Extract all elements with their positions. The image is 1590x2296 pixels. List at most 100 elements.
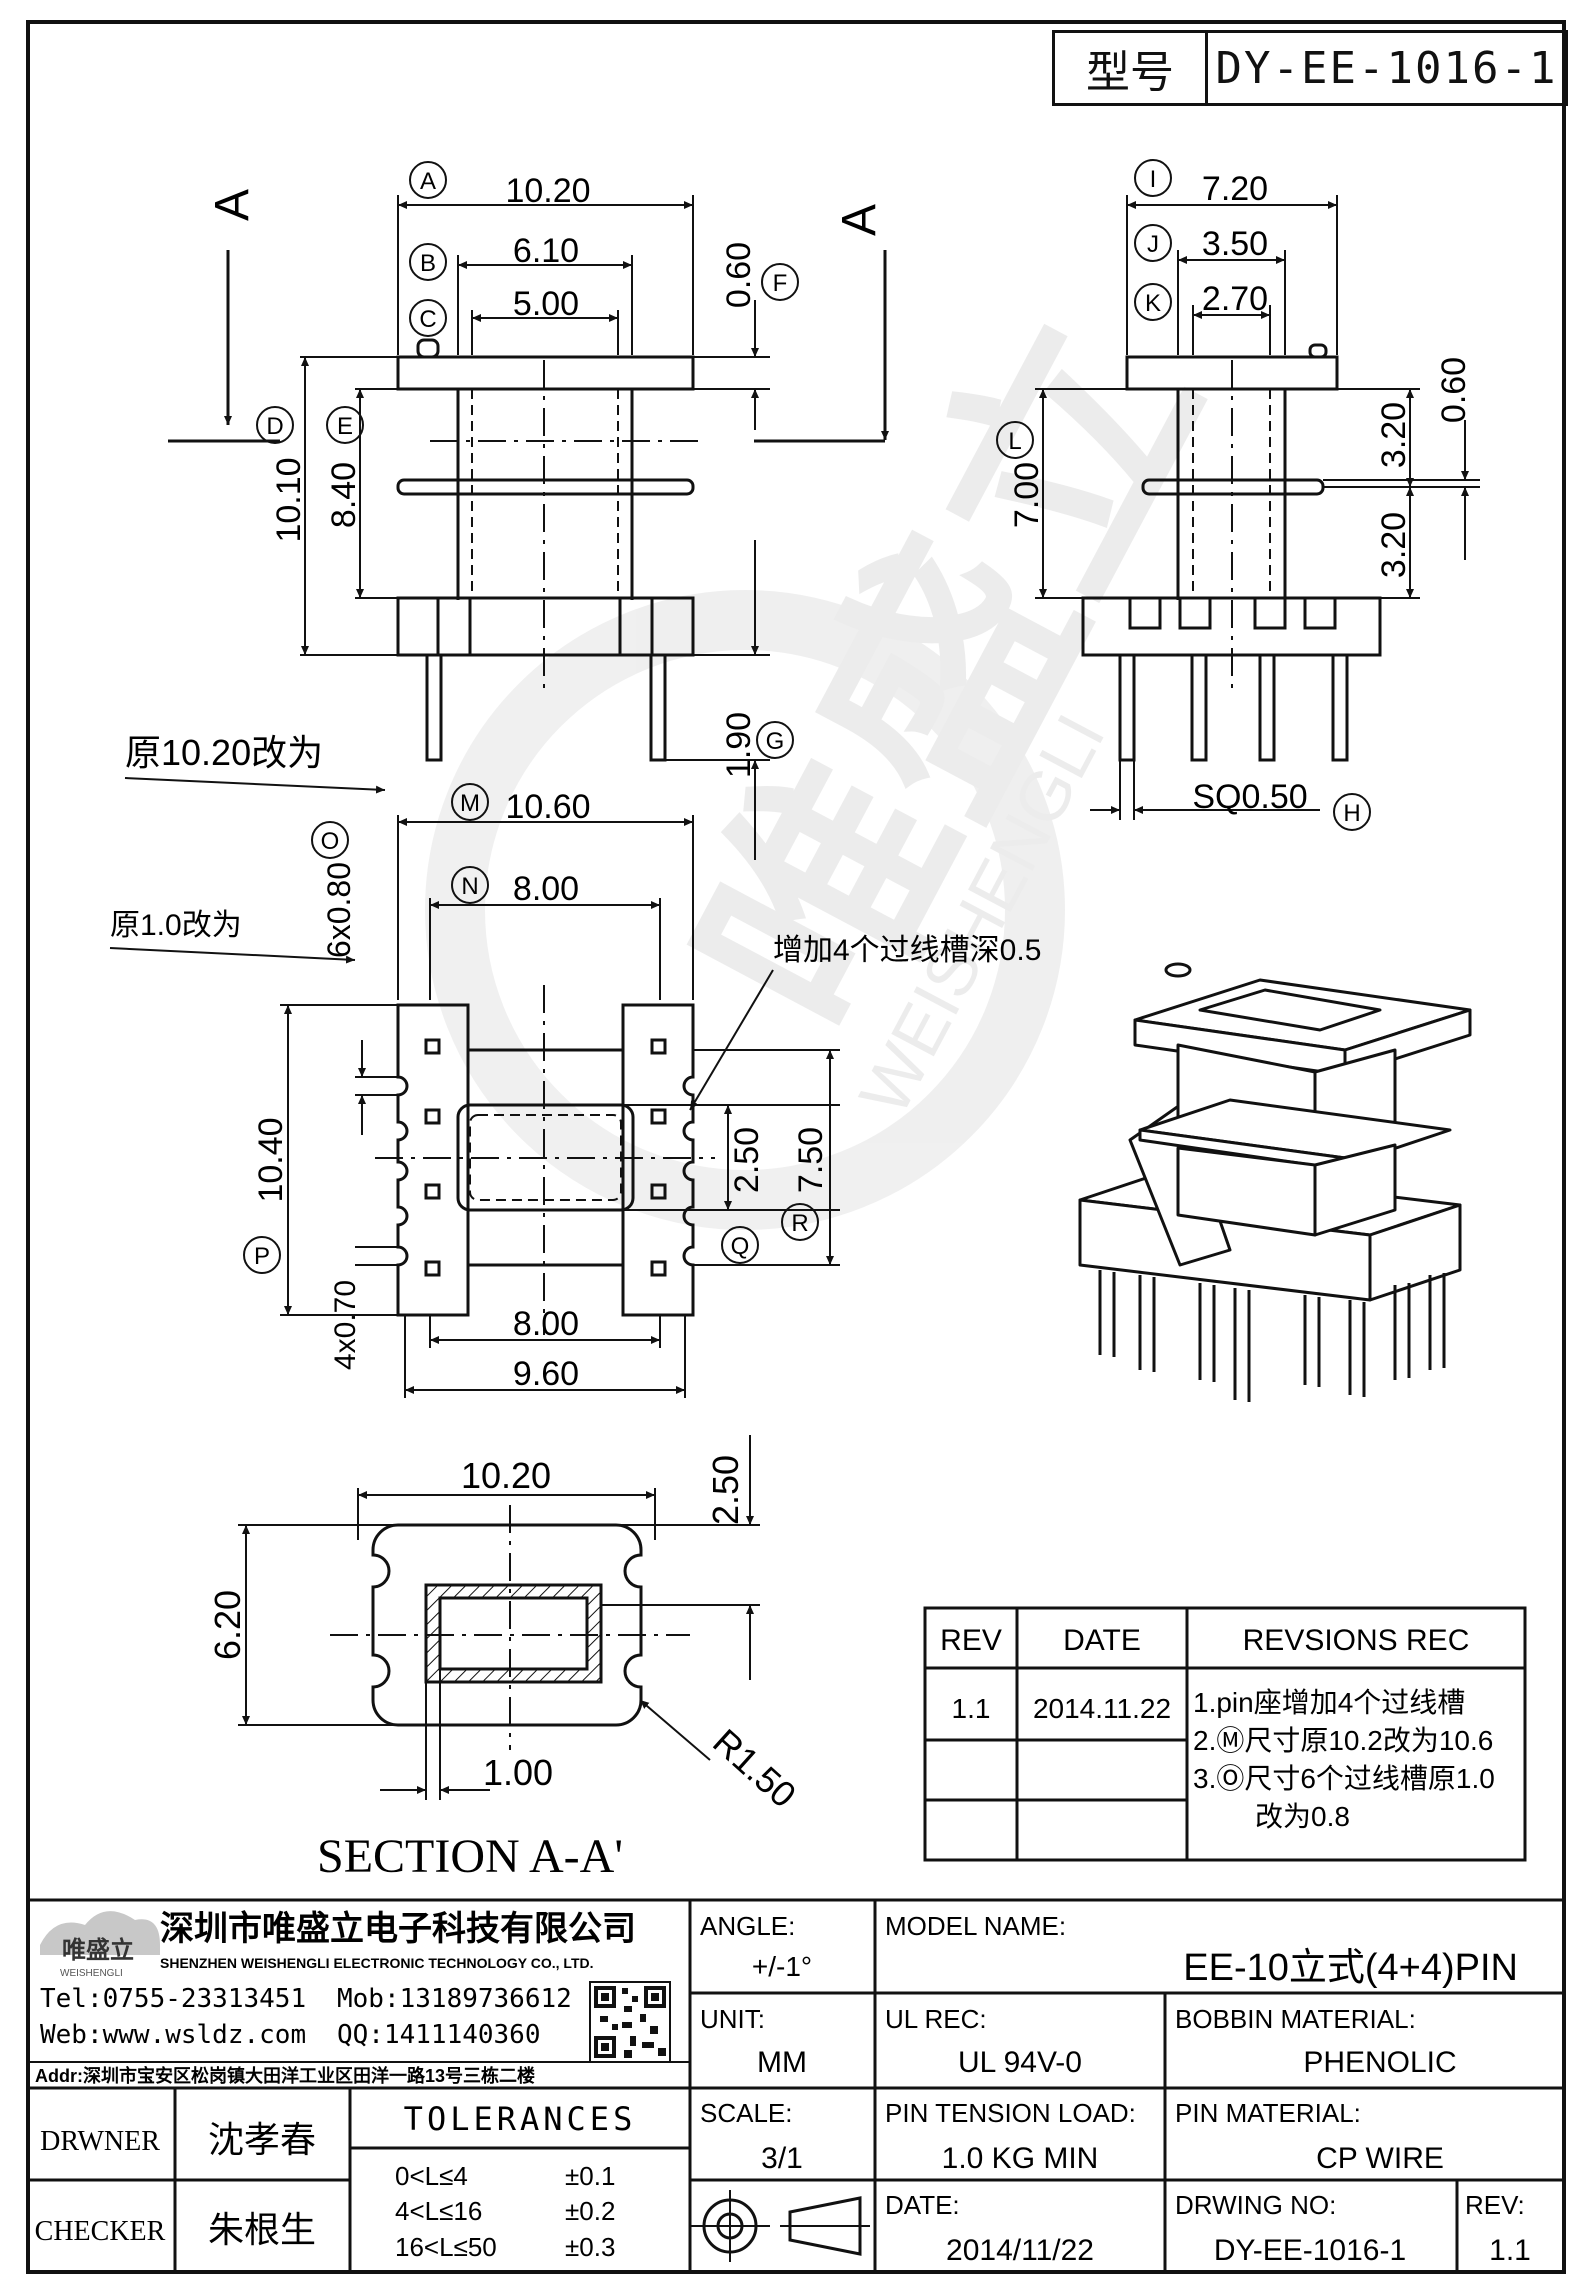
unit-label: UNIT:: [700, 2004, 765, 2034]
dim-pins: 4x0.70: [329, 1280, 362, 1370]
dim-Q: 2.50: [728, 1127, 766, 1193]
bobbin-label: BOBBIN MATERIAL:: [1175, 2004, 1416, 2034]
side-view: [1081, 343, 1382, 762]
company-web: Web:www.wsldz.com: [40, 2020, 306, 2050]
rev-line-3: 3.Ⓞ尺寸6个过线槽原1.0: [1193, 1763, 1495, 1794]
drawing-text: M: [460, 790, 480, 817]
front-dims: [300, 195, 770, 860]
tolerance-rows: 0<L≤4±0.1 4<L≤16±0.2 16<L≤50±0.3: [395, 2161, 615, 2262]
drawing-text: DATE: [1063, 1624, 1141, 1657]
drawing-text: C: [419, 306, 436, 333]
rev-line-1: 1.pin座增加4个过线槽: [1193, 1687, 1465, 1718]
side-dims: [1035, 195, 1480, 820]
watermark: 唯盛立 WEISHENGLI: [425, 279, 1247, 1230]
dim-R: 7.50: [792, 1127, 830, 1193]
dim-s-width: 10.20: [461, 1455, 551, 1496]
title-block-grid: [28, 1898, 1564, 2272]
pin-material-label: PIN MATERIAL:: [1175, 2098, 1361, 2128]
rev-date: 2014.11.22: [1033, 1693, 1171, 1724]
front-view: [168, 250, 889, 762]
drawing-text: REV: [940, 1624, 1002, 1657]
model-value: EE-10立式(4+4)PIN: [1183, 1947, 1518, 1989]
date-value: 2014/11/22: [946, 2234, 1094, 2267]
drawing-text: G: [766, 728, 785, 755]
section-title: SECTION A-A': [317, 1830, 623, 1883]
drawing-text: B: [420, 250, 436, 277]
drawing-text: L: [1008, 428, 1021, 455]
dim-E: 8.40: [325, 462, 363, 528]
title-block-fields: ANGLE: +/-1° MODEL NAME: EE-10立式(4+4)PIN…: [700, 1911, 1531, 2267]
rev-label: REV:: [1465, 2190, 1525, 2220]
dim-row1: 3.20: [1375, 402, 1413, 468]
drawing-text: O: [321, 828, 340, 855]
section-view: [330, 1505, 690, 1750]
drawing-text: A: [420, 168, 436, 195]
model-number-value: DY-EE-1016-1: [1215, 42, 1558, 94]
qr-code: [589, 1981, 671, 2063]
dim-row3: 0.60: [1435, 357, 1473, 423]
drawer-label: DRWNER: [40, 2126, 160, 2157]
revision-table: [923, 1606, 1527, 1862]
rev-line-2: 2.Ⓜ尺寸原10.2改为10.6: [1193, 1725, 1493, 1756]
model-number-box: 型号 DY-EE-1016-1: [1052, 30, 1568, 106]
drawing-text: ±0.2: [565, 2196, 615, 2226]
balloons-side: [996, 159, 1371, 831]
balloon-letters-side: I J K L H: [1008, 166, 1360, 827]
balloon-letters-front: A B C D E F G: [266, 168, 787, 755]
drawing-text: I: [1150, 166, 1157, 193]
model-label: MODEL NAME:: [885, 1911, 1066, 1941]
dim-J: 3.50: [1202, 225, 1268, 263]
isometric-view: [1078, 962, 1472, 1402]
dim-s-height: 6.20: [207, 1590, 248, 1660]
angle-value: +/-1°: [752, 1951, 812, 1982]
note-changed-10: 原1.0改为: [110, 909, 242, 942]
bobbin-value: PHENOLIC: [1303, 2046, 1456, 2079]
dim-s-gap: 1.00: [483, 1752, 553, 1793]
outer-frame: [26, 20, 1566, 2274]
rev-line-4: 改为0.8: [1255, 1801, 1350, 1832]
company-tel: Tel:0755-23313451: [40, 1984, 306, 2014]
dim-s-top: 2.50: [705, 1455, 746, 1525]
model-number-key: 型号: [1055, 33, 1208, 103]
section-marker-right: A: [833, 204, 886, 236]
dim-K: 2.70: [1202, 280, 1268, 318]
drawing-text: J: [1147, 231, 1159, 258]
dim-M: 10.60: [505, 788, 590, 826]
top-dims: [280, 815, 840, 1398]
revision-headers: REV DATE REVSIONS REC: [940, 1624, 1469, 1657]
tolerance-label: TOLERANCES: [404, 2100, 637, 2138]
balloons-top: [243, 783, 819, 1274]
angle-label: ANGLE:: [700, 1911, 795, 1941]
company-name-cn: 深圳市唯盛立电子科技有限公司: [160, 1909, 636, 1948]
section-marker-left: A: [206, 189, 259, 221]
drawing-text: Q: [731, 1233, 750, 1260]
company-address: Addr:深圳市宝安区松岗镇大田洋工业区田洋一路13号三栋二楼: [35, 2065, 535, 2086]
projection-symbol-icon: [690, 2190, 870, 2262]
drawing-text: D: [266, 413, 283, 440]
unit-value: MM: [757, 2046, 807, 2079]
rev-value: 1.1: [1489, 2234, 1531, 2267]
checker-value: 朱根生: [208, 2209, 316, 2250]
drawing-text: F: [773, 270, 788, 297]
balloons-front: [256, 161, 799, 759]
drwing-label: DRWING NO:: [1175, 2190, 1336, 2220]
dim-L: 7.00: [1008, 462, 1046, 528]
dim-B: 6.10: [513, 232, 579, 270]
logo-en: WEISHENGLI: [60, 1968, 123, 1979]
dim-row2: 3.20: [1375, 512, 1413, 578]
dim-H: SQ0.50: [1192, 778, 1307, 816]
rev-number: 1.1: [952, 1693, 991, 1724]
dim-P: 10.40: [252, 1117, 290, 1202]
drawer-value: 沈孝春: [208, 2119, 316, 2160]
drawing-text: ±0.3: [565, 2232, 615, 2262]
logo-cn: 唯盛立: [62, 1936, 134, 1964]
drawing-text: E: [337, 413, 353, 440]
drwing-value: DY-EE-1016-1: [1214, 2234, 1406, 2267]
scale-label: SCALE:: [700, 2098, 793, 2128]
ul-label: UL REC:: [885, 2004, 987, 2034]
dim-bottom1: 8.00: [513, 1305, 579, 1343]
drawing-text: 0<L≤4: [395, 2161, 468, 2191]
balloon-letters-top: M N O P Q R: [254, 790, 809, 1270]
dim-bottom2: 9.60: [513, 1355, 579, 1393]
